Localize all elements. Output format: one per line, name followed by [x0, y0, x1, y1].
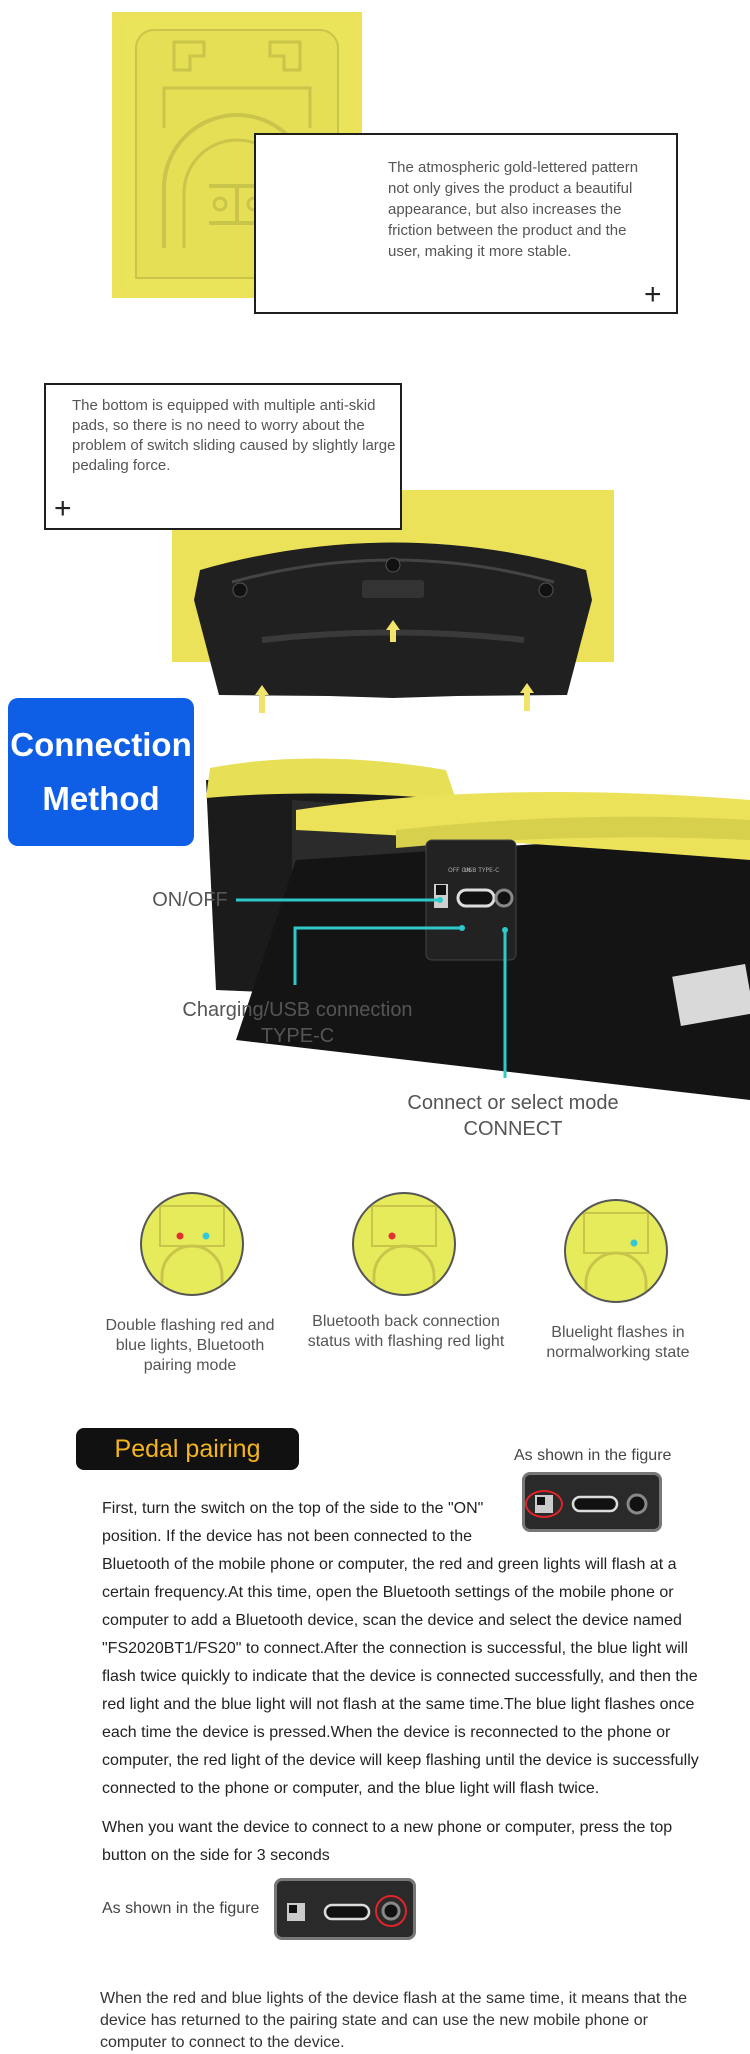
light-state-reconnect-image — [352, 1192, 456, 1296]
label-on-off: ON/OFF — [152, 889, 228, 911]
feature-skid-text: The bottom is equipped with multiple ant… — [72, 397, 396, 474]
plus-icon: + — [644, 278, 662, 311]
button-highlight-image — [274, 1878, 416, 1940]
red-light-icon — [388, 1232, 396, 1240]
pedal-pairing-title: Pedal pairing — [76, 1428, 299, 1470]
badge-line-2: Method — [42, 780, 160, 817]
label-charging-line-1: Charging/USB connection — [182, 999, 413, 1021]
as-shown-caption-2: As shown in the figure — [102, 1900, 260, 1917]
switch-highlight-image — [522, 1472, 662, 1532]
port-label-onoff: OFF ON — [448, 867, 471, 874]
pairing-para-1-line-1: First, turn the switch on the top of the… — [102, 1500, 484, 1517]
label-connect: Connect or select mode CONNECT — [388, 1090, 638, 1142]
label-connect-line-1: Connect or select mode — [407, 1092, 619, 1114]
feature-gold-text: The atmospheric gold-lettered pattern no… — [388, 159, 639, 260]
pedal-side-ports-image: OFF ON USB TYPE-C — [206, 758, 750, 1100]
light-state-pairing-label: Double flashing red and blue lights, Blu… — [105, 1317, 275, 1374]
pairing-para-3: When the red and blue lights of the devi… — [100, 1990, 687, 2051]
blue-light-icon — [202, 1232, 210, 1240]
pairing-para-1: Bluetooth of the mobile phone or compute… — [102, 1556, 699, 1797]
red-light-icon — [176, 1232, 184, 1240]
port-label-usb: USB TYPE-C — [464, 867, 499, 874]
light-state-pairing-image — [140, 1192, 244, 1296]
callout-leader-lines — [236, 897, 508, 1078]
pedal-top-icon — [159, 1205, 225, 1294]
blue-light-icon — [630, 1239, 638, 1247]
connection-method-badge: Connection Method — [8, 698, 194, 846]
pairing-para-2: When you want the device to connect to a… — [102, 1819, 673, 1864]
badge-line-1: Connection — [10, 726, 192, 763]
port-panel-icon — [525, 1490, 648, 1518]
label-connect-line-2: CONNECT — [463, 1118, 563, 1140]
pedal-top-icon — [371, 1205, 437, 1294]
pedal-bottom-image — [194, 542, 592, 713]
feature-gold-box — [254, 133, 678, 314]
label-charging: Charging/USB connection TYPE-C — [160, 997, 435, 1049]
as-shown-caption-1: As shown in the figure — [514, 1447, 672, 1464]
plus-icon: + — [54, 492, 72, 525]
label-charging-line-2: TYPE-C — [260, 1025, 335, 1047]
light-state-normal-label: Bluelight flashes in normalworking state — [546, 1324, 690, 1361]
light-state-reconnect-label: Bluetooth back connection status with fl… — [307, 1313, 505, 1350]
light-state-normal-image — [564, 1199, 668, 1303]
pairing-para-1-line-2: position. If the device has not been con… — [102, 1528, 473, 1545]
port-panel-icon — [287, 1895, 407, 1927]
pedal-top-icon — [583, 1212, 649, 1301]
feature-skid-box — [44, 383, 402, 530]
